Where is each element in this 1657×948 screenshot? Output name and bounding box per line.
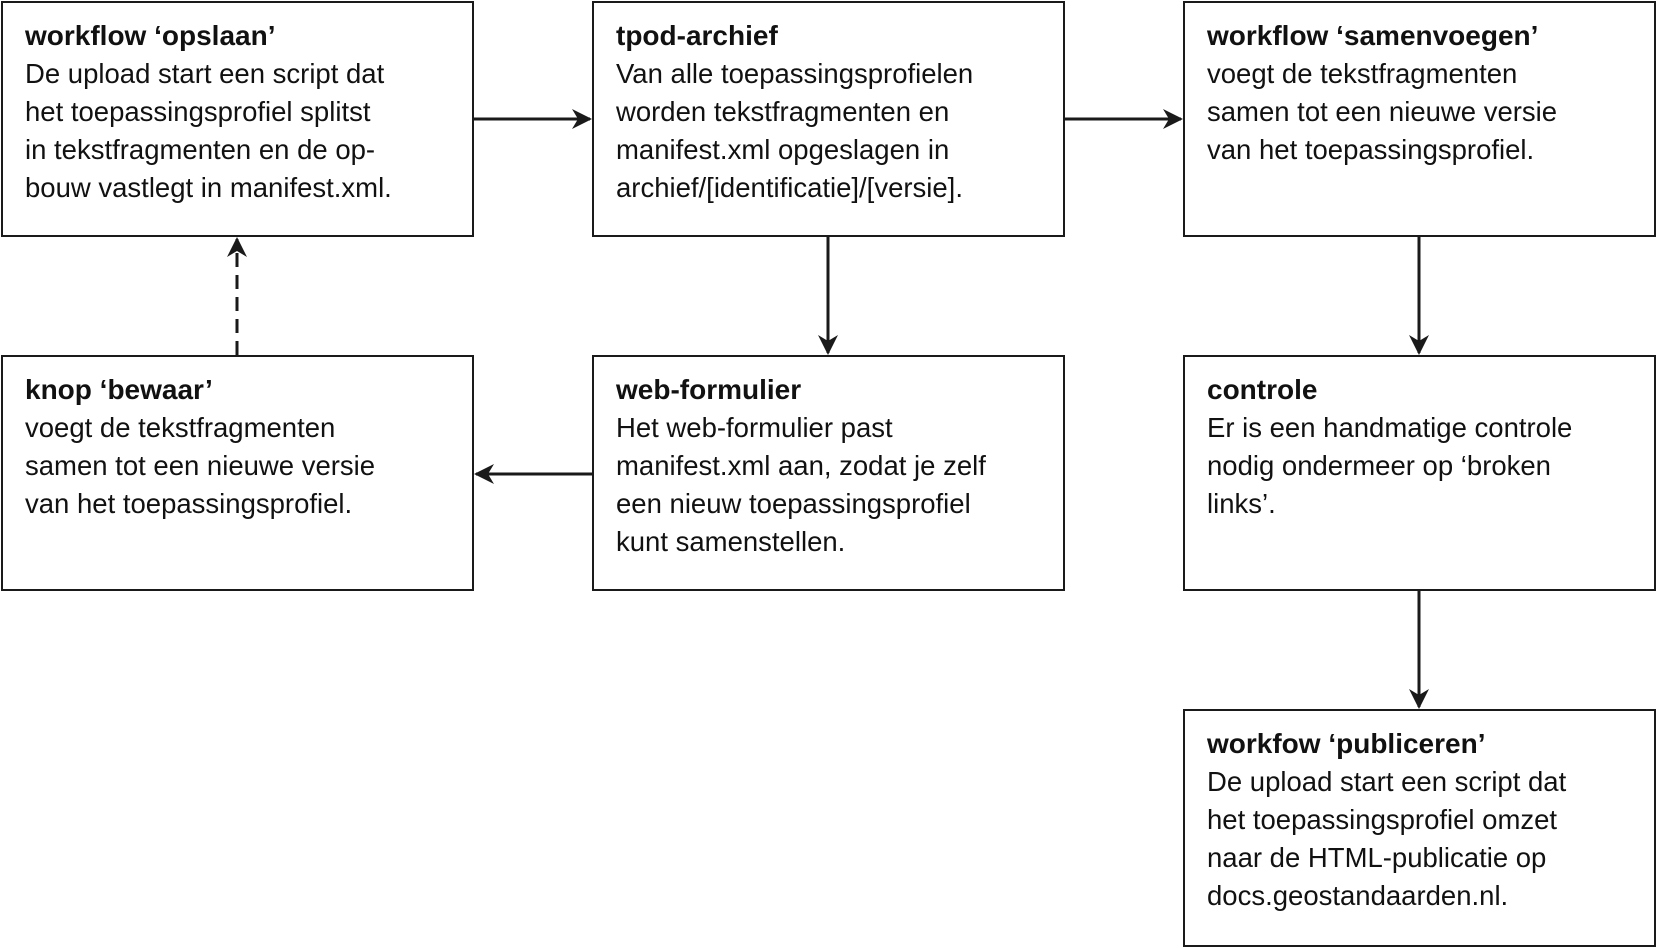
node-controle: controle Er is een handmatige controle n… [1183, 355, 1656, 591]
node-web-formulier: web-formulier Het web-formulier past man… [592, 355, 1065, 591]
node-description: Het web-formulier past manifest.xml aan,… [616, 412, 986, 557]
node-workflow-opslaan: workflow ‘opslaan’ De upload start een s… [1, 1, 474, 237]
node-title: workfow ‘publiceren’ [1207, 728, 1486, 759]
node-title: workflow ‘samenvoegen’ [1207, 20, 1539, 51]
node-description: Er is een handmatige controle nodig onde… [1207, 412, 1573, 519]
node-workflow-samenvoegen: workflow ‘samenvoegen’ voegt de tekstfra… [1183, 1, 1656, 237]
node-description: voegt de tekstfragmenten samen tot een n… [25, 412, 376, 519]
node-description: De upload start een script dat het toepa… [1207, 766, 1567, 911]
node-knop-bewaar: knop ‘bewaar’ voegt de tekstfragmenten s… [1, 355, 474, 591]
node-title: tpod-archief [616, 20, 778, 51]
node-title: workflow ‘opslaan’ [25, 20, 276, 51]
node-description: Van alle toepassingsprofielen worden tek… [616, 58, 974, 203]
node-description: voegt de tekstfragmenten samen tot een n… [1207, 58, 1558, 165]
node-title: knop ‘bewaar’ [25, 374, 213, 405]
node-description: De upload start een script dat het toepa… [25, 58, 392, 203]
node-workflow-publiceren: workfow ‘publiceren’ De upload start een… [1183, 709, 1656, 947]
node-title: web-formulier [616, 374, 802, 405]
node-tpod-archief: tpod-archief Van alle toepassingsprofiel… [592, 1, 1065, 237]
node-title: controle [1207, 374, 1318, 405]
